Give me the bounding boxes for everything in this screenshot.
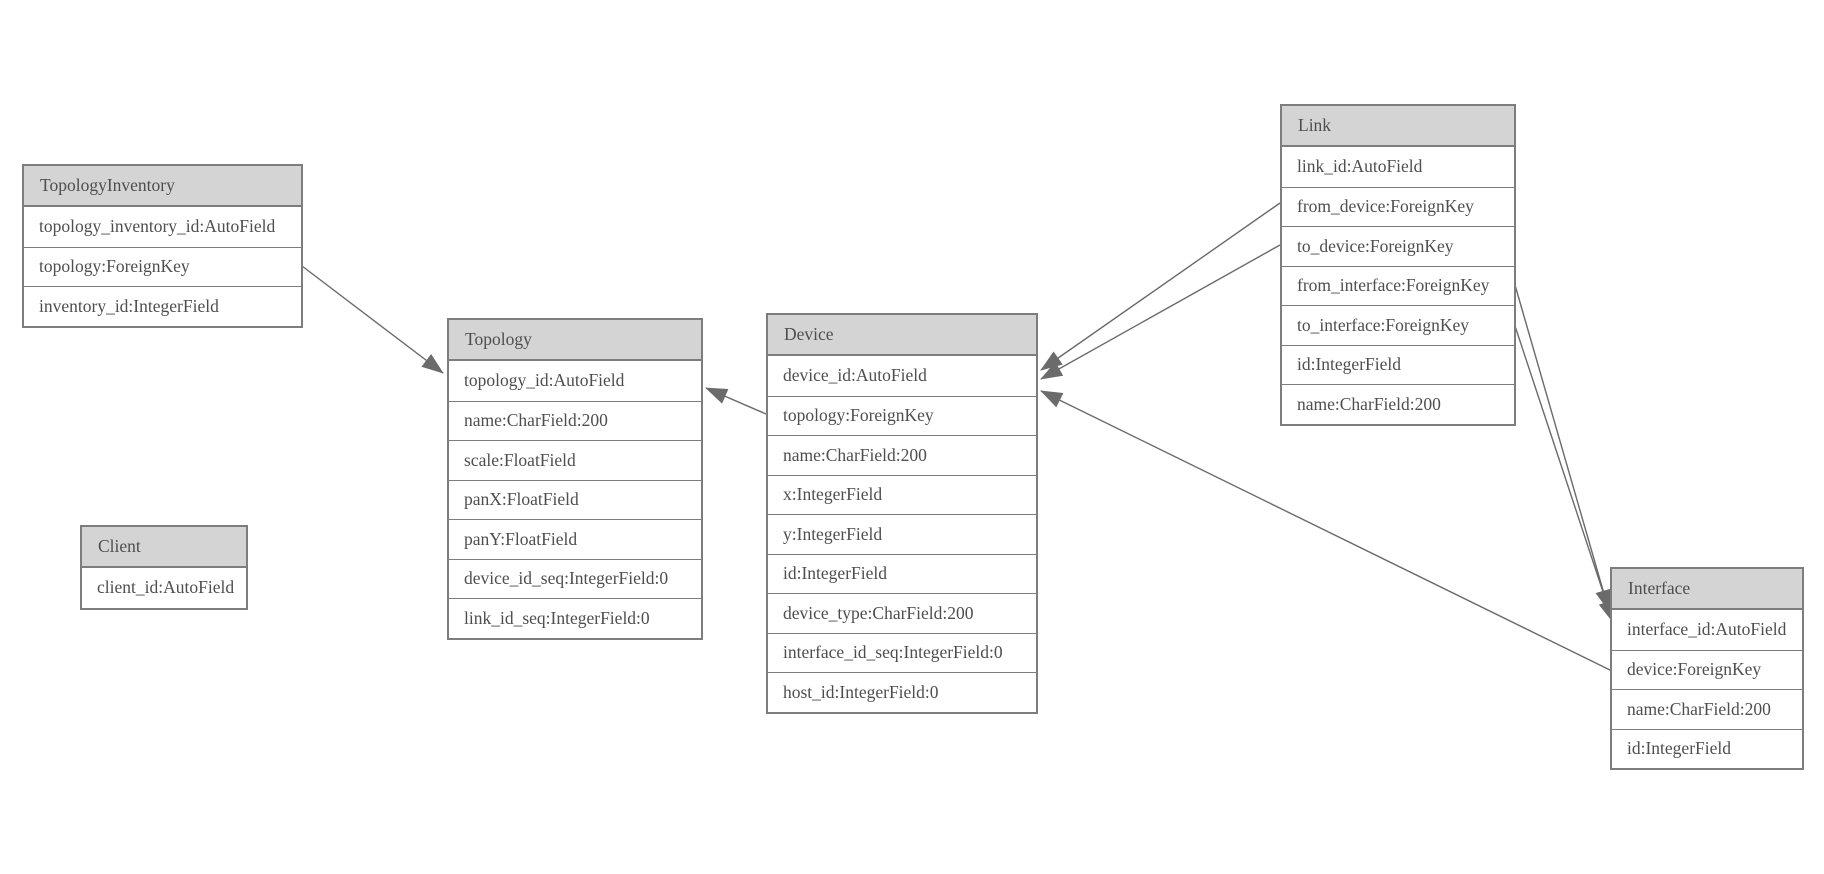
entity-field: from_interface:ForeignKey bbox=[1282, 265, 1514, 305]
entity-field: panX:FloatField bbox=[449, 479, 701, 519]
entity-field: name:CharField:200 bbox=[1612, 689, 1802, 729]
entity-field-list: client_id:AutoField bbox=[82, 568, 246, 608]
edge-link-to_interface-to-interface bbox=[1514, 325, 1614, 623]
entity-title: Device bbox=[768, 315, 1036, 356]
entity-topologyinventory: TopologyInventory topology_inventory_id:… bbox=[22, 164, 303, 328]
entity-field: device_type:CharField:200 bbox=[768, 593, 1036, 633]
entity-field: interface_id_seq:IntegerField:0 bbox=[768, 632, 1036, 672]
entity-title: Client bbox=[82, 527, 246, 568]
entity-field: topology:ForeignKey bbox=[768, 395, 1036, 435]
entity-field: inventory_id:IntegerField bbox=[24, 286, 301, 326]
entity-field: topology:ForeignKey bbox=[24, 246, 301, 286]
entity-field: device:ForeignKey bbox=[1612, 649, 1802, 689]
edge-device-topology-to-topology bbox=[705, 387, 767, 415]
entity-field: id:IntegerField bbox=[1612, 728, 1802, 768]
entity-field: link_id:AutoField bbox=[1282, 147, 1514, 187]
edge-link-from_interface-to-interface bbox=[1514, 284, 1611, 612]
entity-field: client_id:AutoField bbox=[82, 568, 246, 608]
entity-field: link_id_seq:IntegerField:0 bbox=[449, 598, 701, 638]
entity-field: scale:FloatField bbox=[449, 440, 701, 480]
entity-title: TopologyInventory bbox=[24, 166, 301, 207]
edge-topologyinventory-topology-to-topology bbox=[301, 265, 444, 374]
entity-field: topology_id:AutoField bbox=[449, 361, 701, 401]
entity-title: Interface bbox=[1612, 569, 1802, 610]
entity-field: interface_id:AutoField bbox=[1612, 610, 1802, 650]
edge-link-to_device-to-device bbox=[1040, 244, 1281, 380]
entity-field: topology_inventory_id:AutoField bbox=[24, 207, 301, 247]
entity-field: to_interface:ForeignKey bbox=[1282, 305, 1514, 345]
entity-title: Link bbox=[1282, 106, 1514, 147]
entity-field: id:IntegerField bbox=[768, 553, 1036, 593]
entity-field: to_device:ForeignKey bbox=[1282, 226, 1514, 266]
entity-field: device_id_seq:IntegerField:0 bbox=[449, 558, 701, 598]
entity-field: y:IntegerField bbox=[768, 514, 1036, 554]
entity-field: from_device:ForeignKey bbox=[1282, 186, 1514, 226]
entity-field: name:CharField:200 bbox=[768, 435, 1036, 475]
edge-link-from_device-to-device bbox=[1040, 202, 1281, 371]
edge-interface-device-to-device bbox=[1040, 390, 1611, 671]
entity-field: panY:FloatField bbox=[449, 519, 701, 559]
entity-field: host_id:IntegerField:0 bbox=[768, 672, 1036, 712]
entity-field: device_id:AutoField bbox=[768, 356, 1036, 396]
entity-title: Topology bbox=[449, 320, 701, 361]
entity-field: name:CharField:200 bbox=[1282, 384, 1514, 424]
entity-field: name:CharField:200 bbox=[449, 400, 701, 440]
entity-client: Client client_id:AutoField bbox=[80, 525, 248, 610]
entity-field: id:IntegerField bbox=[1282, 344, 1514, 384]
entity-field: x:IntegerField bbox=[768, 474, 1036, 514]
